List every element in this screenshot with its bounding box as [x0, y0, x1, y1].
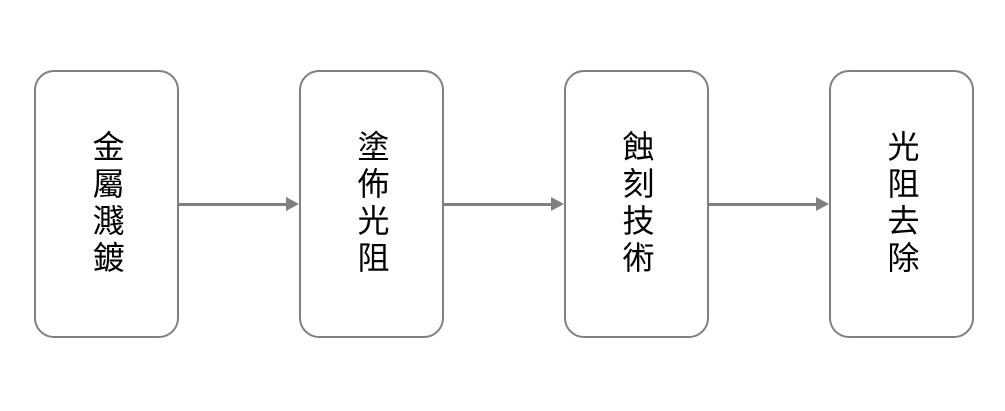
flow-step-photoresist-removal: 光阻去除 [829, 70, 974, 338]
flow-step-metal-sputtering: 金屬濺鍍 [34, 70, 179, 338]
flow-step-label: 金屬濺鍍 [88, 130, 125, 278]
arrow-head-icon [816, 197, 829, 211]
flow-arrow-2 [444, 197, 564, 211]
arrow-head-icon [551, 197, 564, 211]
flow-step-label: 光阻去除 [883, 130, 920, 278]
arrow-line [709, 202, 817, 206]
flow-arrow-3 [709, 197, 829, 211]
flow-step-label: 塗佈光阻 [353, 130, 390, 278]
process-flow: 金屬濺鍍 塗佈光阻 蝕刻技術 光阻去除 [34, 70, 974, 338]
flow-step-coat-photoresist: 塗佈光阻 [299, 70, 444, 338]
flow-arrow-1 [179, 197, 299, 211]
arrow-line [444, 202, 552, 206]
arrow-head-icon [286, 197, 299, 211]
flow-step-label: 蝕刻技術 [618, 130, 655, 278]
flow-step-etching: 蝕刻技術 [564, 70, 709, 338]
arrow-line [179, 202, 287, 206]
